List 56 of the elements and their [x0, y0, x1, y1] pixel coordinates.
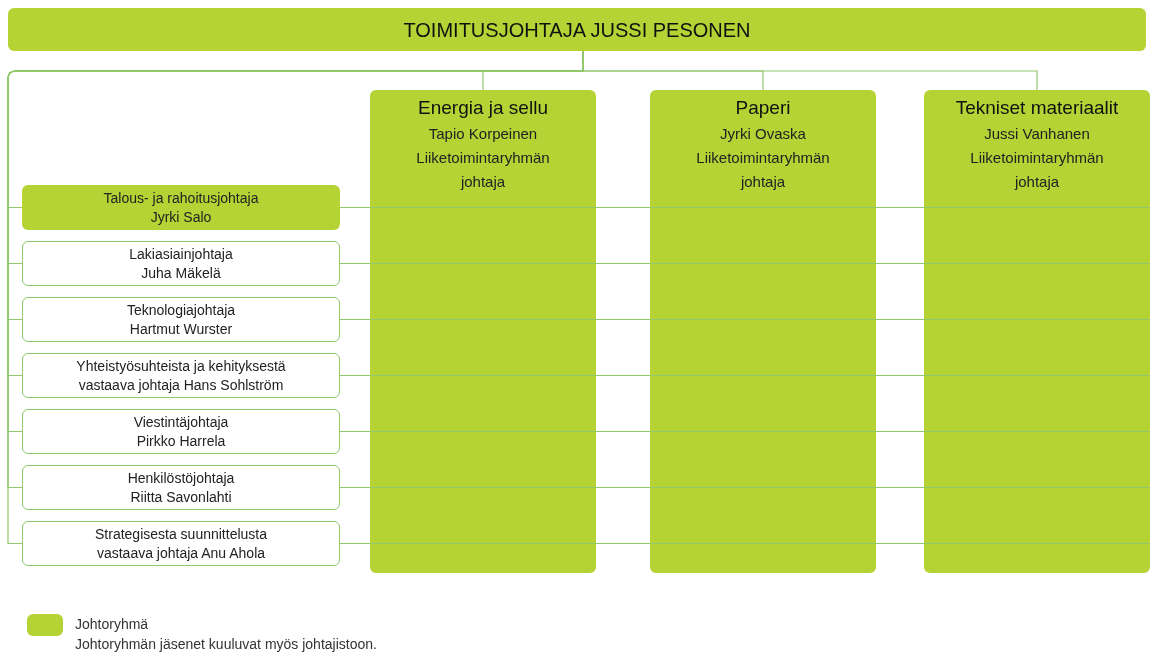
team-member-box	[22, 185, 340, 230]
person-name: Hartmut Wurster	[129, 319, 233, 339]
staff-box	[22, 241, 340, 286]
person-name: Juha Mäkelä	[141, 263, 221, 283]
role-text: Yhteistyösuhteista ja kehityksestä vastaava johtaja Hans Sohlström	[75, 356, 287, 395]
matrix-line	[339, 375, 371, 376]
matrix-line	[339, 431, 371, 432]
matrix-line	[339, 207, 371, 208]
matrix-line	[875, 375, 925, 376]
matrix-line	[339, 319, 371, 320]
staff-box	[22, 521, 340, 566]
matrix-line	[595, 487, 651, 488]
matrix-line	[875, 319, 925, 320]
staff-box	[22, 353, 340, 398]
person-name: Riitta Savonlahti	[130, 487, 232, 507]
group-heading: Paperi	[735, 96, 791, 120]
role-text: Liiketoimintaryhmän johtaja	[695, 148, 831, 192]
legend-text: Johtoryhmä	[75, 615, 150, 634]
person-name: Jyrki Ovaska	[720, 124, 806, 144]
matrix-line	[595, 431, 651, 432]
person-name: Jyrki Salo	[150, 207, 212, 227]
matrix-line	[595, 375, 651, 376]
role-title: Viestintäjohtaja	[133, 412, 229, 432]
person-name: Pirkko Harrela	[136, 431, 226, 451]
ceo-box	[8, 8, 1146, 51]
matrix-line	[875, 431, 925, 432]
legend-note: Johtoryhmän jäsenet kuuluvat myös johtajistoon.	[75, 635, 377, 654]
staff-box	[22, 465, 340, 510]
role-title: Lakiasiainjohtaja	[129, 244, 233, 264]
role-text: Liiketoimintaryhmän johtaja	[969, 148, 1105, 192]
person-name: Tapio Korpeinen	[428, 124, 538, 144]
matrix-line	[875, 263, 925, 264]
matrix-line	[875, 487, 925, 488]
matrix-line	[339, 487, 371, 488]
matrix-line	[595, 207, 651, 208]
business-group-box	[650, 90, 876, 573]
group-heading: Energia ja sellu	[418, 96, 548, 120]
matrix-line	[875, 543, 925, 544]
business-group-box	[370, 90, 596, 573]
matrix-line	[595, 263, 651, 264]
business-group-box	[924, 90, 1150, 573]
staff-box	[22, 409, 340, 454]
matrix-line	[595, 319, 651, 320]
matrix-line	[875, 207, 925, 208]
role-title: Talous- ja rahoitusjohtaja	[103, 188, 259, 208]
role-title: Henkilöstöjohtaja	[127, 468, 235, 488]
role-title: Teknologiajohtaja	[126, 300, 236, 320]
group-heading: Tekniset materiaalit	[955, 96, 1119, 120]
role-text: Liiketoimintaryhmän johtaja	[415, 148, 551, 192]
matrix-line	[339, 543, 371, 544]
role-text: Strategisesta suunnittelusta vastaava johtaja Anu Ahola	[94, 524, 268, 563]
matrix-line	[339, 263, 371, 264]
ceo-title: TOIMITUSJOHTAJA JUSSI PESONEN	[403, 17, 751, 43]
matrix-line	[595, 543, 651, 544]
person-name: Jussi Vanhanen	[984, 124, 1090, 144]
staff-box	[22, 297, 340, 342]
